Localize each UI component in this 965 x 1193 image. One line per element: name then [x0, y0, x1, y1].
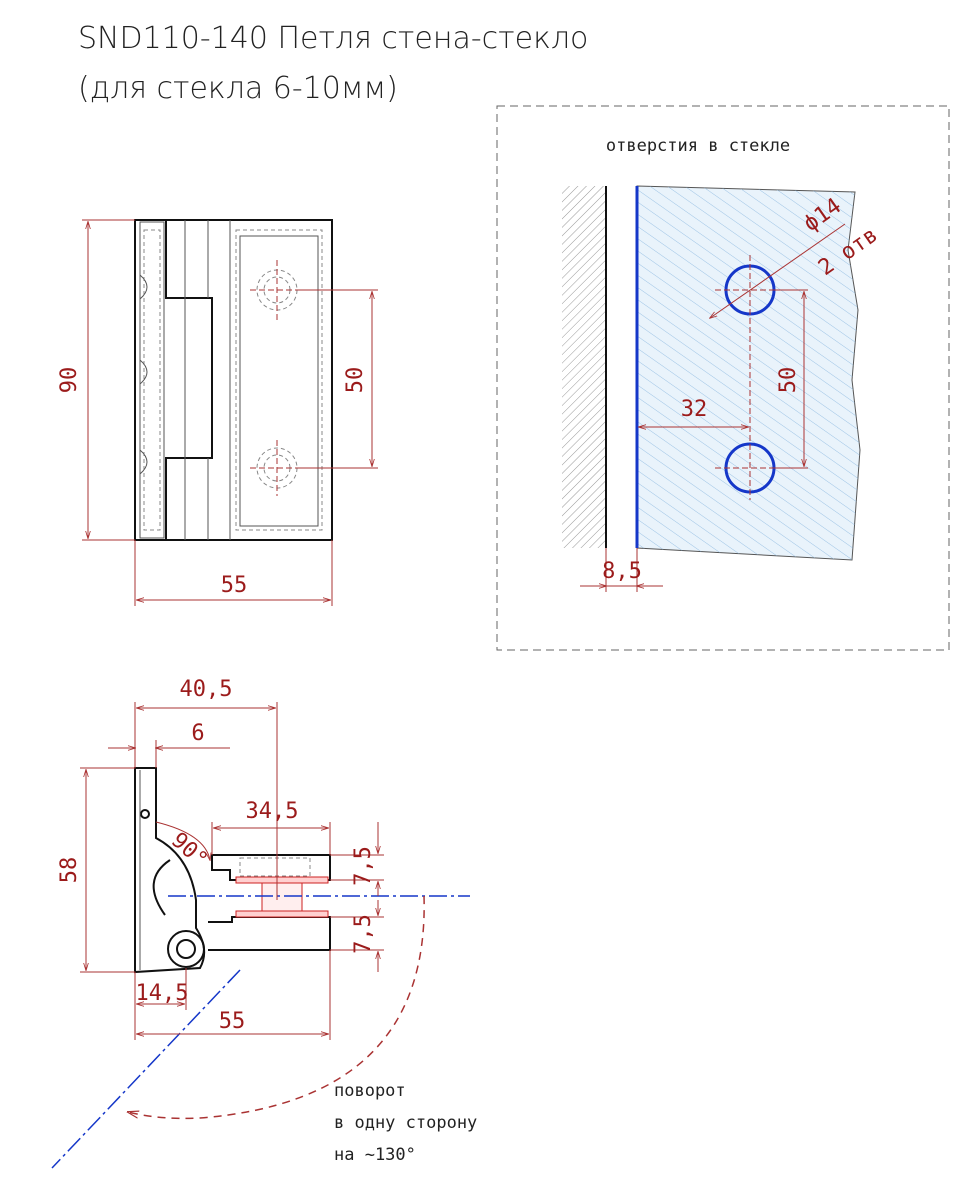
knuckle-profile: [165, 220, 213, 540]
dim-7-5-top: 7,5: [351, 846, 376, 886]
dim-55: 55: [219, 1009, 246, 1034]
dim-width: 55: [221, 573, 248, 598]
rotation-note-line-3: на ~130°: [334, 1145, 416, 1165]
rotation-note-line-2: в одну сторону: [334, 1113, 477, 1133]
dim-height: 90: [57, 367, 82, 394]
rotation-note: поворот в одну сторону на ~130°: [334, 1081, 477, 1165]
rotation-arc: [128, 895, 425, 1120]
dim-holes: 50: [343, 367, 368, 394]
dim-hole-spacing: 50: [776, 367, 801, 394]
wall-hatch: [562, 186, 606, 548]
side-wall-leaf: [134, 767, 206, 974]
dim-40-5: 40,5: [180, 677, 233, 702]
dim-34-5: 34,5: [246, 799, 299, 824]
glass-view-frame: [496, 105, 950, 651]
bolt-section: [261, 882, 303, 912]
dim-14-5: 14,5: [136, 981, 189, 1006]
rotation-note-line-1: поворот: [334, 1081, 406, 1101]
glass-clamp-bottom: [208, 916, 331, 951]
dim-hole-offset: 32: [681, 397, 708, 422]
dim-6: 6: [191, 721, 204, 746]
knuckle-icon: [167, 930, 205, 968]
wall-leaf: [139, 221, 165, 539]
side-view: 90° 40,5 6 34,5 7,5 7,5 58: [51, 677, 470, 1169]
dim-7-5-bottom: 7,5: [351, 914, 376, 954]
dim-58: 58: [57, 857, 82, 884]
drawing-title: SND110-140 Петля стена-стекло (для стекл…: [78, 21, 588, 106]
dim-angle: 90°: [166, 828, 212, 873]
glass-holes-view: отверстия в стекле ϕ14 2 отв 50 32 8,5: [496, 105, 950, 651]
front-outline: [134, 219, 333, 541]
dim-edge: 8,5: [602, 559, 642, 584]
title-line-2: (для стекла 6-10мм): [78, 71, 398, 106]
title-line-1: SND110-140 Петля стена-стекло: [78, 21, 588, 56]
rotation-axis-line: [51, 969, 241, 1169]
glass-view-label: отверстия в стекле: [606, 136, 790, 156]
front-view: 90 50 55: [57, 219, 378, 606]
